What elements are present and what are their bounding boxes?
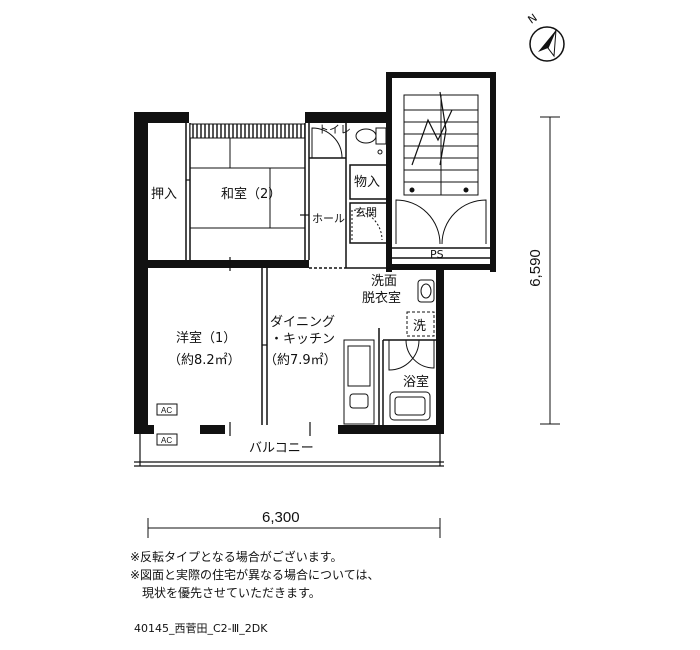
label-ps: PS bbox=[430, 248, 444, 261]
label-oshiire: 押入 bbox=[151, 187, 177, 202]
label-washitsu: 和室（2） bbox=[221, 186, 281, 202]
ac-box-outdoor bbox=[156, 433, 178, 446]
note-1: ※反転タイプとなる場合がございます。 bbox=[130, 550, 343, 564]
label-bathroom: 浴室 bbox=[403, 374, 429, 390]
dimension-width-label: 6,300 bbox=[262, 509, 300, 526]
label-balcony: バルコニー bbox=[249, 441, 314, 456]
label-storage: 物入 bbox=[354, 175, 380, 190]
label-entrance: 玄関 bbox=[355, 205, 377, 219]
ac-box-indoor bbox=[156, 403, 178, 416]
compass-north-label: N bbox=[525, 11, 539, 26]
partitions bbox=[185, 123, 490, 425]
label-washroom-2: 脱衣室 bbox=[362, 290, 401, 306]
label-washer: 洗 bbox=[413, 319, 426, 334]
outer-walls bbox=[134, 72, 496, 434]
ac-label-indoor: AC bbox=[161, 406, 172, 415]
dimension-width bbox=[147, 518, 441, 538]
shoji-hatch bbox=[189, 123, 306, 139]
door-swings bbox=[311, 127, 487, 371]
label-yoshitsu: 洋室（1） bbox=[176, 330, 236, 346]
ac-label-outdoor: AC bbox=[161, 436, 172, 445]
sliding-door-ticks bbox=[186, 179, 311, 436]
fixtures bbox=[343, 127, 435, 425]
label-toilet: トイレ bbox=[318, 123, 351, 136]
label-hall: ホール bbox=[312, 212, 345, 225]
staircase bbox=[403, 91, 479, 196]
label-dk-area: （約7.9㎡） bbox=[264, 353, 337, 368]
dimension-depth-label: 6,590 bbox=[527, 249, 544, 287]
tatami-lines bbox=[190, 138, 305, 229]
note-3: 現状を優先させていただきます。 bbox=[130, 586, 321, 600]
plan-code: 40145_西菅田_C2-Ⅲ_2DK bbox=[134, 622, 268, 635]
label-dk-1: ダイニング bbox=[270, 315, 335, 330]
dimension-depth bbox=[540, 116, 560, 425]
balcony bbox=[134, 434, 444, 467]
note-2: ※図面と実際の住宅が異なる場合については、 bbox=[130, 568, 380, 582]
label-yoshitsu-area: （約8.2㎡） bbox=[168, 353, 241, 368]
compass-icon bbox=[529, 26, 565, 62]
label-washroom-1: 洗面 bbox=[371, 274, 397, 289]
label-dk-2: ・キッチン bbox=[270, 332, 335, 347]
